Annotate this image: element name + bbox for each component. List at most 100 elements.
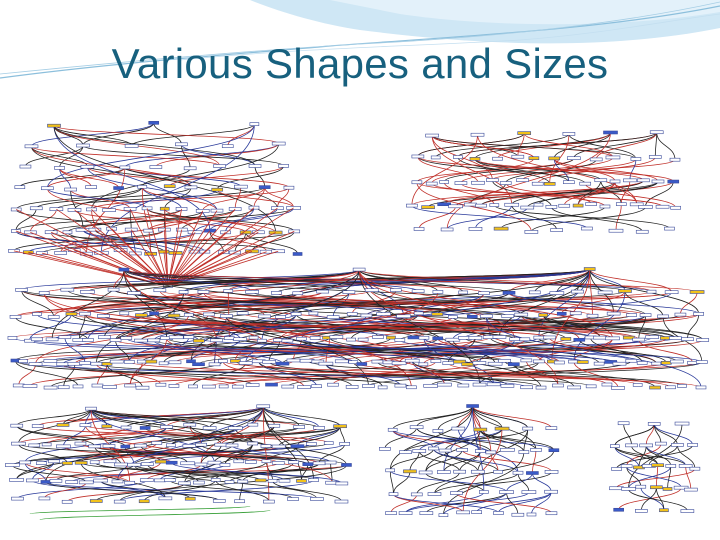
graph-bottom-right — [609, 421, 701, 513]
graph-edge — [222, 360, 305, 388]
graph-node — [572, 203, 584, 208]
graph-edge — [418, 450, 461, 472]
graph-node — [618, 289, 632, 293]
graph-edge — [189, 405, 264, 426]
graph-node — [221, 144, 234, 148]
graph-edge — [461, 449, 552, 473]
graph-edge — [489, 336, 600, 364]
graph-node — [356, 362, 368, 366]
graph-node — [567, 385, 581, 390]
graph-node — [286, 206, 301, 210]
graph-edge — [24, 462, 131, 484]
graph-node — [379, 447, 391, 451]
graph-edge — [116, 337, 439, 362]
graph-node — [278, 478, 291, 483]
graph-node — [82, 338, 94, 342]
graph-node — [249, 122, 260, 126]
graph-edge — [262, 406, 314, 481]
graph-edge — [531, 491, 552, 515]
graph-node — [544, 470, 559, 474]
graph-node — [58, 335, 72, 339]
graph-node — [674, 421, 690, 426]
graph-edge — [31, 146, 192, 188]
graph-edge — [437, 405, 473, 432]
graph-edge — [277, 187, 290, 209]
graph-edge — [264, 187, 295, 209]
graph-node — [517, 131, 532, 135]
graph-node — [516, 178, 529, 182]
graph-node — [109, 338, 122, 342]
graph-edge — [146, 463, 200, 483]
graph-edge — [167, 208, 182, 287]
graph-node — [234, 499, 245, 504]
graph-edge — [629, 158, 637, 181]
graph-node — [245, 383, 260, 387]
graph-node — [168, 335, 184, 340]
graph-edge — [153, 339, 283, 364]
graph-node — [413, 227, 425, 231]
graph-edge — [245, 232, 298, 255]
graph-node — [268, 423, 281, 428]
graph-edge — [159, 289, 593, 317]
graph-edge — [31, 146, 88, 167]
graph-node — [387, 427, 398, 432]
graph-edge — [447, 362, 608, 385]
graph-edge — [15, 360, 254, 386]
graph-node — [148, 121, 160, 125]
graph-node — [45, 337, 59, 342]
graph-edge — [493, 204, 670, 229]
graph-node — [409, 425, 424, 430]
graph-edge — [553, 158, 659, 182]
graph-node — [528, 290, 541, 295]
graph-edge — [358, 269, 480, 385]
graph-node — [228, 426, 243, 430]
graph-node — [660, 360, 672, 365]
graph-edge — [537, 156, 656, 184]
graph-node — [296, 479, 307, 483]
graph-node — [135, 385, 150, 390]
graph-node — [98, 335, 111, 340]
graph-node — [499, 490, 514, 494]
graph-edge — [393, 493, 464, 513]
graph-node — [29, 206, 43, 211]
graph-node — [673, 485, 689, 490]
graph-node — [76, 143, 90, 148]
graph-node — [448, 204, 463, 209]
graph-node — [552, 383, 564, 388]
graph-edge — [417, 132, 525, 157]
graph-node — [664, 226, 675, 231]
graph-node — [418, 470, 433, 475]
graph-edge — [589, 268, 700, 314]
graph-node — [511, 154, 525, 159]
graph-node — [275, 315, 286, 319]
graph-edge — [578, 339, 667, 363]
graph-node — [308, 478, 319, 482]
graph-edge — [64, 313, 297, 338]
graph-edge — [181, 207, 255, 230]
graph-node — [492, 156, 503, 161]
graph-node — [334, 499, 349, 504]
graph-node — [522, 426, 534, 431]
graph-node — [163, 184, 176, 189]
graph-node — [492, 335, 507, 339]
graph-edge — [275, 292, 646, 316]
graph-edge — [46, 427, 127, 445]
graph-node — [158, 361, 169, 366]
graph-edge — [21, 289, 227, 317]
graph-edge — [620, 180, 631, 205]
graph-edge — [416, 157, 575, 183]
graph-node — [165, 460, 178, 465]
graph-node — [394, 338, 406, 342]
graph-edge — [390, 494, 418, 514]
graph-node — [364, 288, 379, 292]
graph-node — [500, 384, 515, 388]
graph-node — [327, 382, 339, 387]
graph-edge — [626, 466, 642, 487]
graph-node — [545, 511, 558, 516]
graph-node — [450, 491, 463, 495]
graph-edge — [17, 479, 148, 499]
graph-edge — [123, 269, 698, 293]
graph-edge — [115, 340, 130, 362]
graph-node — [203, 312, 215, 317]
graph-edge — [486, 316, 702, 388]
